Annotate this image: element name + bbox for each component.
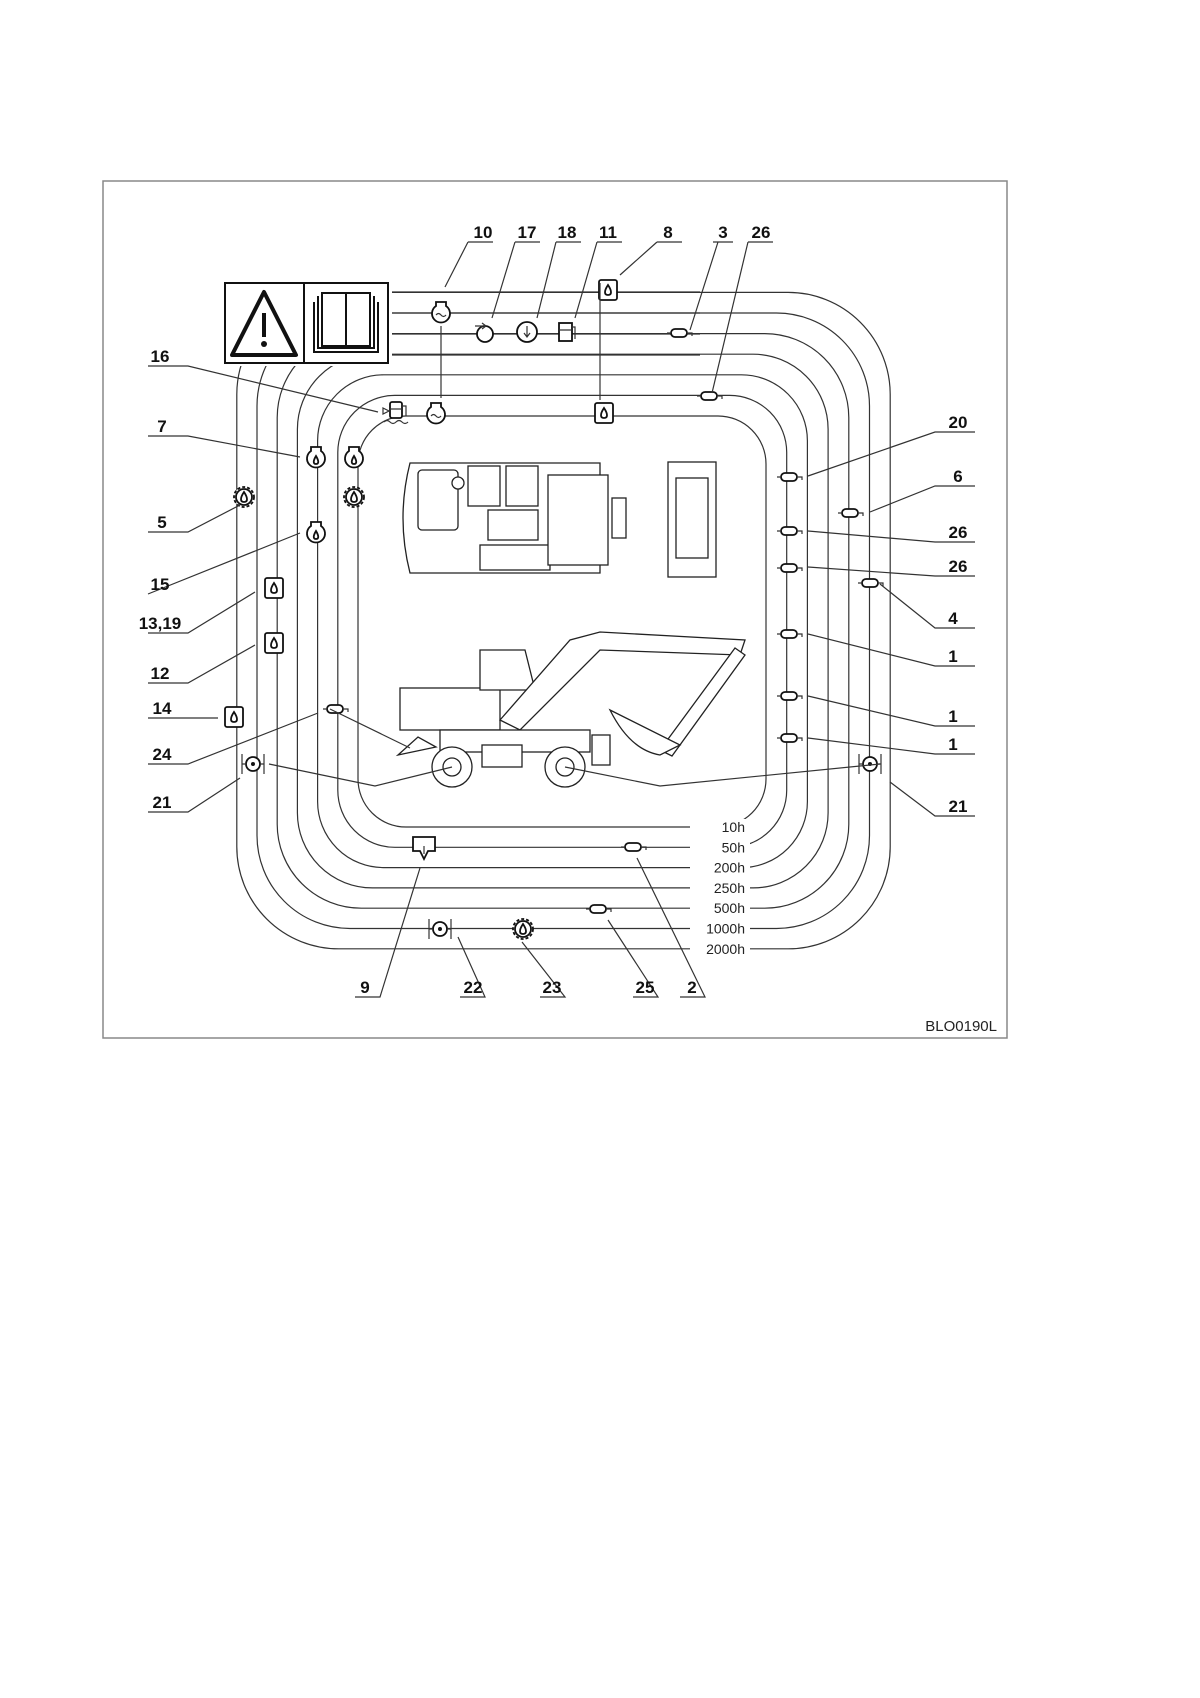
callout-7: 7 [157,417,166,436]
callout-10: 10 [474,223,493,242]
callout-22: 22 [464,978,483,997]
interval-label: 250h [714,880,745,896]
grease-point-icon [696,391,723,401]
operator-manual-icon [313,292,379,353]
leader-lines [147,241,975,998]
callout-24: 24 [153,745,172,764]
interval-label: 10h [722,819,745,835]
air-filter-icon [474,322,494,343]
interval-label: 1000h [706,921,745,937]
grease-point-icon [776,691,803,701]
engine-oil-filter-icon [306,521,326,544]
interval-loop-500h [276,333,850,909]
callout-18: 18 [558,223,577,242]
callout-1: 1 [948,735,957,754]
tank-filter-icon [264,577,284,599]
interval-loop-2000h [236,291,891,950]
callout-4: 4 [948,609,958,628]
callout-15: 15 [151,575,170,594]
engine-oil-icon [306,446,326,469]
interval-labels: 10h 50h 200h 250h 500h 1000h 2000h [690,819,750,957]
callout-13-19: 13,19 [139,614,182,633]
callout-17: 17 [518,223,537,242]
callout-1: 1 [948,647,957,666]
callout-25: 25 [636,978,655,997]
grease-point-icon [776,526,803,536]
gear-oil-check-icon [343,486,365,508]
callout-12: 12 [151,664,170,683]
callout-26: 26 [949,523,968,542]
callout-21: 21 [949,797,968,816]
gear-oil-icon [233,486,255,508]
grease-point-icon [837,508,864,518]
fuel-icon [558,322,576,342]
grease-point-icon [776,733,803,743]
axle-icon [428,918,452,940]
callout-9: 9 [360,978,369,997]
interval-loop-1000h [256,312,871,930]
coolant-check-icon [426,402,446,425]
tank-filter-icon [264,632,284,654]
gear-oil-icon [512,918,534,940]
callouts-left: 16 7 5 15 13,19 12 14 24 21 [139,347,182,812]
grease-point-icon [857,578,884,588]
callouts-top: 10 17 18 11 8 3 26 [474,223,771,242]
service-icons [224,279,884,940]
callout-26: 26 [752,223,771,242]
hydraulic-oil-change-icon [224,706,244,728]
grease-point-icon [776,472,803,482]
figure-frame [102,180,1008,1039]
warning-triangle-icon [230,290,298,357]
figure-code: BLO0190L [925,1018,997,1035]
interval-loops [236,291,891,950]
callout-3: 3 [718,223,727,242]
interval-label: 200h [714,860,745,876]
callouts-bottom: 9 22 23 25 2 [360,978,696,997]
callout-8: 8 [663,223,672,242]
hydraulic-oil-check-icon [594,402,614,424]
fuel-filter-icon [516,321,538,343]
grease-point-icon [776,563,803,573]
callout-21: 21 [153,793,172,812]
grease-point-icon [585,904,612,914]
drain-icon [412,836,436,860]
axle-icon [241,753,265,775]
callouts-right: 20 6 26 26 4 1 1 1 21 [948,413,967,816]
excavator-side-view [395,631,746,788]
callout-5: 5 [157,513,166,532]
callout-23: 23 [543,978,562,997]
grease-point-icon [666,328,693,338]
excavator-top-view [402,461,717,578]
grease-point-icon [776,629,803,639]
grease-point-icon [620,842,647,852]
interval-loop-200h [317,374,808,869]
callout-1: 1 [948,707,957,726]
callout-20: 20 [949,413,968,432]
callout-11: 11 [599,223,617,242]
callout-16: 16 [151,347,170,366]
interval-loop-250h [296,353,829,889]
water-separator-icon [382,401,409,425]
interval-label: 2000h [706,941,745,957]
interval-label: 50h [722,839,745,855]
callout-6: 6 [953,467,962,486]
interval-label: 500h [714,900,745,916]
hydraulic-tank-icon [598,279,618,301]
safety-panel [220,276,392,366]
callout-14: 14 [153,699,172,718]
coolant-icon [431,301,451,324]
callout-26: 26 [949,557,968,576]
callout-2: 2 [687,978,696,997]
